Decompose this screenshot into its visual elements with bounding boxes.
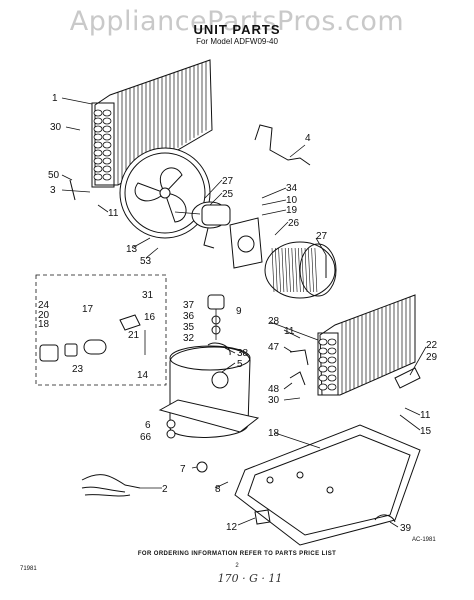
tubing-part[interactable]: [254, 124, 311, 166]
start-capacitor[interactable]: [83, 339, 107, 355]
callout-29: 29: [426, 352, 438, 363]
callout-16: 16: [144, 312, 156, 323]
callout-23: 23: [72, 364, 84, 375]
fan-motor[interactable]: [174, 201, 231, 249]
wire-harness[interactable]: [81, 474, 141, 497]
grommet-7[interactable]: [196, 461, 208, 473]
callout-11a: 11: [108, 208, 119, 219]
callout-10: 10: [286, 195, 298, 206]
callout-32: 32: [183, 333, 195, 344]
evaporator-coil[interactable]: [317, 294, 416, 396]
washer-6[interactable]: [166, 419, 176, 429]
callout-12: 12: [226, 522, 238, 533]
callout-26: 26: [288, 218, 300, 229]
callout-34: 34: [286, 183, 298, 194]
callout-3: 3: [50, 185, 56, 196]
callout-37: 37: [183, 300, 195, 311]
callout-20: 20: [38, 310, 50, 321]
callout-15: 15: [420, 426, 432, 437]
diagram-title: UNIT PARTS: [193, 22, 281, 37]
motor-mount-plate[interactable]: [229, 217, 263, 269]
relay[interactable]: [119, 314, 146, 355]
callout-48: 48: [268, 384, 280, 395]
callout-24: 24: [38, 300, 50, 311]
callout-8: 8: [215, 484, 221, 495]
callout-9: 9: [236, 306, 242, 317]
evaporator-tubes: [318, 338, 337, 391]
callout-7: 7: [180, 464, 186, 475]
drawing-code-right: AC-1981: [412, 537, 436, 543]
callout-47: 47: [268, 342, 280, 353]
callout-17: 17: [82, 304, 94, 315]
page-number: 2: [235, 563, 239, 569]
callout-25: 25: [222, 189, 234, 200]
blower-wheel[interactable]: [264, 241, 337, 299]
callout-66: 66: [140, 432, 152, 443]
diagram-subtitle: For Model ADFW09-40: [196, 37, 278, 46]
condenser-tubes: [93, 109, 112, 181]
electrical-inset: [35, 274, 167, 386]
callout-27b: 27: [316, 231, 328, 242]
tubing-48[interactable]: [289, 371, 306, 386]
callout-39: 39: [400, 523, 412, 534]
spacer-22[interactable]: [394, 367, 421, 389]
fan-blade[interactable]: [119, 147, 211, 239]
bracket-12[interactable]: [254, 509, 271, 525]
callout-2: 2: [162, 484, 168, 495]
base-pan[interactable]: [234, 424, 421, 546]
callout-labels: 1305031142725341019262713532420171831162…: [38, 93, 438, 534]
terminal-block[interactable]: [39, 343, 78, 362]
callout-28: 28: [268, 316, 280, 327]
callout-53: 53: [140, 256, 152, 267]
tubing-47[interactable]: [289, 349, 309, 366]
compressor[interactable]: [158, 345, 260, 438]
callout-27a: 27: [222, 176, 234, 187]
drawing-code-left: 71981: [20, 566, 37, 572]
callout-13: 13: [126, 244, 138, 255]
callout-14: 14: [137, 370, 149, 381]
callout-4: 4: [305, 133, 311, 144]
watermark: AppliancePartsPros.com: [69, 6, 405, 37]
callout-6: 6: [145, 420, 151, 431]
condenser-coil[interactable]: [91, 59, 213, 188]
callout-30b: 30: [268, 395, 280, 406]
handwritten-note: 170 · G · 11: [217, 572, 283, 585]
callout-31: 31: [142, 290, 154, 301]
callout-50: 50: [48, 170, 60, 181]
callout-38: 38: [237, 348, 249, 359]
callout-1: 1: [52, 93, 58, 104]
callout-36: 36: [183, 311, 195, 322]
callout-18b: 18: [268, 428, 280, 439]
mount-66[interactable]: [166, 429, 176, 439]
callout-19: 19: [286, 205, 298, 216]
leader-lines: [61, 97, 427, 528]
callout-11c: 11: [420, 410, 431, 421]
callout-35: 35: [183, 322, 195, 333]
callout-11b: 11: [284, 326, 295, 337]
callout-22: 22: [426, 340, 438, 351]
callout-21: 21: [128, 330, 140, 341]
valve-assembly[interactable]: [207, 294, 231, 356]
screw-50[interactable]: [69, 179, 76, 201]
ordering-note: FOR ORDERING INFORMATION REFER TO PARTS …: [137, 551, 337, 557]
callout-5: 5: [237, 359, 243, 370]
callout-30a: 30: [50, 122, 62, 133]
callout-18: 18: [38, 319, 50, 330]
clip-39[interactable]: [374, 514, 396, 523]
